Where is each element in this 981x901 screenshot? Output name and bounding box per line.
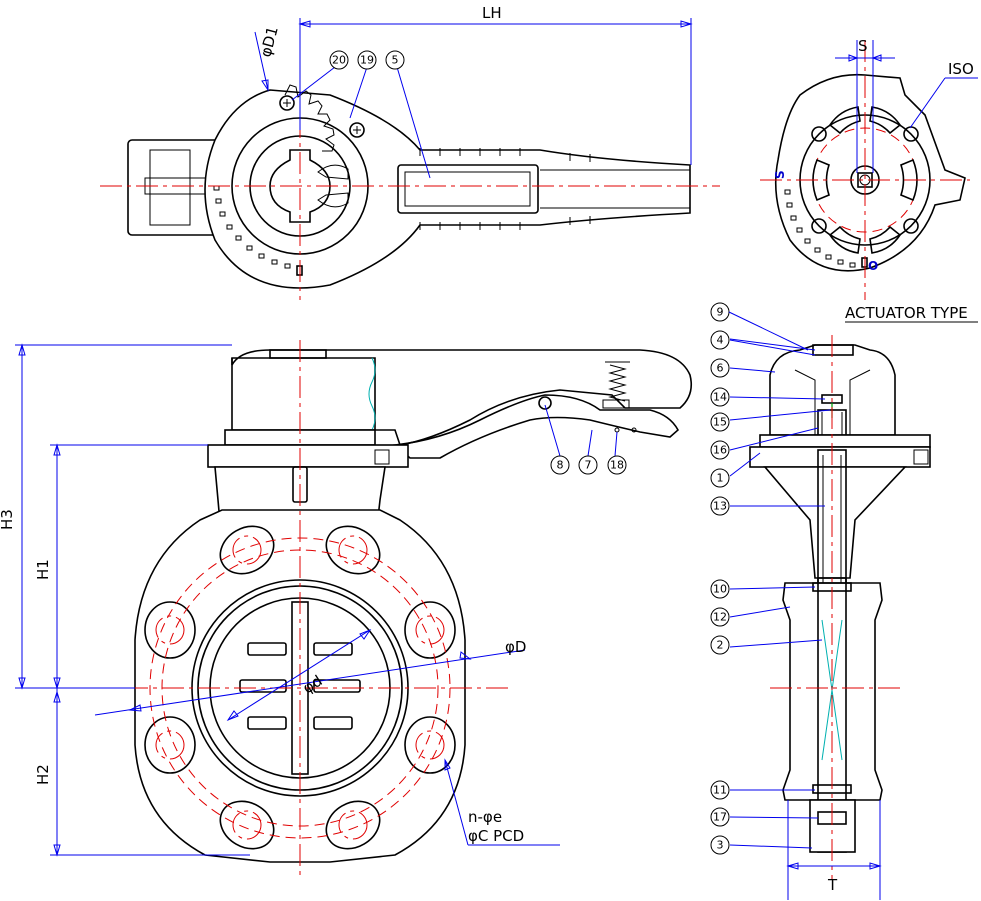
part-9: 9 [717,306,724,319]
dim-lh: LH [482,4,502,22]
dim-s: S [858,37,868,55]
part-15: 15 [713,416,727,429]
part-13: 13 [713,500,727,513]
dim-c-pcd: φC PCD [468,827,524,845]
part-18: 18 [610,459,624,472]
dim-d1: φD1 [256,24,281,59]
open-mark: O [868,259,878,273]
part-12: 12 [713,611,727,624]
part-8: 8 [557,459,564,472]
part-1: 1 [717,472,724,485]
part-6: 6 [717,362,724,375]
dim-h1: H1 [34,559,52,580]
dim-d: φD [505,638,526,656]
part-19: 19 [360,54,374,67]
front-view: H3 H1 H2 φD φd n-φe φC PCD 8 7 18 [0,340,693,880]
part-5: 5 [392,54,399,67]
part-14: 14 [713,391,727,404]
dim-iso: ISO [948,60,974,78]
part-20: 20 [332,54,346,67]
part-7: 7 [585,459,592,472]
iso-view: O S S ISO ACTUATOR TYPE [760,37,978,323]
dim-n-e: n-φe [468,808,502,826]
dim-h2: H2 [34,764,52,785]
side-view: T [710,302,931,900]
shut-mark: S [773,170,787,179]
dim-t: T [827,876,838,894]
dim-h3: H3 [0,509,16,530]
actuator-type-title: ACTUATOR TYPE [845,304,968,322]
part-17: 17 [713,811,727,824]
part-3: 3 [717,839,724,852]
part-2: 2 [717,639,724,652]
part-4: 4 [717,334,724,347]
part-10: 10 [713,583,727,596]
part-16: 16 [713,444,727,457]
top-view: LH φD1 20 19 5 [100,4,720,300]
part-11: 11 [713,784,727,797]
